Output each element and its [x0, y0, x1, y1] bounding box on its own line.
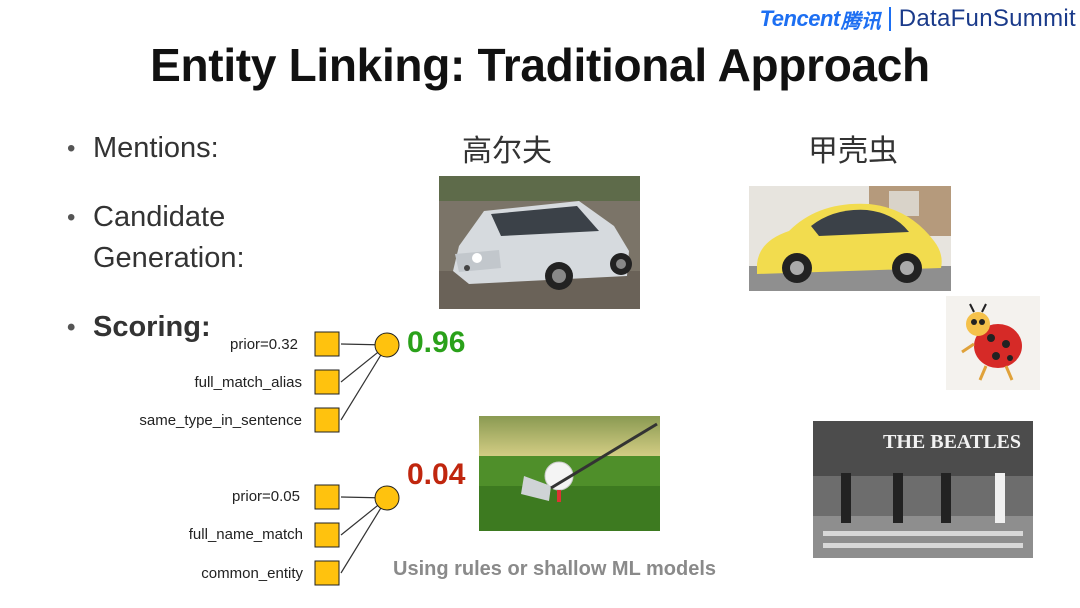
bullet-candidate-line2: Generation: [93, 242, 245, 274]
mention-golf-label: 高尔夫 [462, 134, 552, 169]
score-candidate-1: 0.96 [407, 326, 466, 359]
bullet-scoring: • Scoring: [67, 307, 211, 348]
factor-node [314, 560, 340, 586]
bullet-mentions-text: Mentions: [93, 132, 219, 164]
feature-label-full-name-match: full_name_match [188, 526, 303, 543]
bullet-dot: • [67, 314, 76, 341]
factor-node [314, 331, 340, 357]
variable-node [374, 332, 400, 358]
beatles-sign: THE BEATLES [883, 431, 1022, 453]
feature-label-prior: prior=0.32 [230, 336, 298, 353]
factor-node [314, 369, 340, 395]
factor-node [314, 484, 340, 510]
car-golf-image [439, 176, 640, 309]
bullet-mentions: • Mentions: [67, 128, 219, 169]
ladybug-image [946, 296, 1040, 390]
bullet-candidate-generation: • Candidate Generation: [67, 197, 313, 279]
feature-label-common-entity: common_entity [201, 565, 303, 582]
factor-graph-1 [314, 331, 400, 433]
variable-node [374, 485, 400, 511]
bullet-dot: • [67, 204, 76, 231]
beatles-image: THE BEATLES [813, 421, 1033, 558]
tencent-logo-text: Tencent [759, 6, 841, 31]
golf-ball-image [479, 416, 660, 531]
car-beetle-image [749, 186, 951, 291]
mention-beetle-label: 甲壳虫 [808, 134, 898, 169]
bullet-scoring-text: Scoring: [93, 311, 211, 343]
footnote-caption: Using rules or shallow ML models [393, 558, 717, 580]
score-candidate-2: 0.04 [407, 458, 466, 491]
factor-node [314, 522, 340, 548]
slide-title: Entity Linking: Traditional Approach [150, 39, 930, 91]
bullet-dot: • [67, 135, 76, 162]
feature-label-full-match-alias: full_match_alias [194, 374, 302, 391]
factor-node [314, 407, 340, 433]
tencent-logo-cn: 腾讯 [840, 10, 881, 33]
datafun-tencent-logo: Tencent 腾讯 DataFunSummit [760, 4, 1076, 34]
logo-separator [888, 7, 891, 31]
factor-graph-2 [314, 484, 400, 586]
feature-label-prior: prior=0.05 [232, 488, 300, 505]
bullet-candidate-line1: Candidate [93, 201, 226, 233]
feature-label-same-type: same_type_in_sentence [139, 412, 302, 429]
datafun-logo-text: DataFunSummit [898, 5, 1076, 32]
